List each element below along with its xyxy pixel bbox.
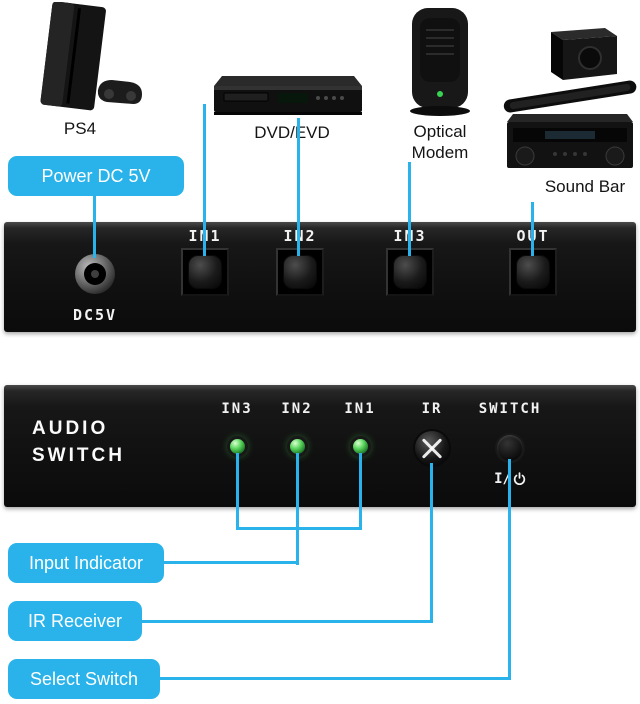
connector-line-in3 [408,162,411,256]
connector-line-led-in1 [359,453,362,530]
connector-line-power [93,194,96,258]
led-label-in2: IN2 [281,401,313,417]
optical-port-in3-hole [393,255,427,289]
led-in1 [353,439,368,454]
port-label-in2: IN2 [283,227,317,245]
connector-line-ir-horizontal [140,620,433,623]
dc-power-jack [75,254,115,294]
ir-receiver-callout: IR Receiver [8,601,142,641]
connector-line-led-in3 [236,453,239,530]
ps4-label: PS4 [63,119,97,138]
led-label-in1: IN1 [344,401,376,417]
soundbar-label: Sound Bar [544,177,626,196]
connector-line-out [531,202,534,256]
optical-port-in2-hole [283,255,317,289]
connector-line-in1 [203,104,206,256]
connector-line-ir-vertical [430,463,433,623]
switch-label: SWITCH [478,401,542,417]
optical-modem-label: Optical Modem [411,122,469,162]
optical-modem-image [400,6,480,118]
ir-label: IR [421,401,443,417]
connector-line-switch-vertical [508,459,511,680]
led-in3 [230,439,245,454]
optical-port-out-hole [516,255,550,289]
optical-port-in1-hole [188,255,222,289]
connector-line-in2 [297,118,300,256]
av-receiver-image [505,112,635,174]
connector-line-input-indicator [162,561,299,564]
ir-receiver-window [415,431,449,465]
optical-port-in3 [386,248,434,296]
brand-text: AUDIO SWITCH [32,415,125,469]
dc-jack-label: DC5V [72,306,118,324]
input-indicator-callout: Input Indicator [8,543,164,583]
select-switch-callout: Select Switch [8,659,160,699]
brand-line1: AUDIO [32,418,109,439]
connector-line-led-join [236,527,362,530]
power-dc-callout: Power DC 5V [8,156,184,196]
optical-port-in1 [181,248,229,296]
select-switch-button [497,435,523,461]
rear-panel: DC5V IN1 IN2 IN3 OUT [4,222,636,332]
power-symbol-icon [513,472,526,486]
led-in2 [290,439,305,454]
brand-line2: SWITCH [32,445,125,466]
ps4-image [14,1,144,116]
optical-port-in2 [276,248,324,296]
dvd-player-image [212,70,364,120]
dc-jack-pin [91,270,99,278]
dvd-label: DVD/EVD [254,123,330,142]
connector-line-led-drop [296,527,299,565]
soundbar-image [503,22,638,114]
connector-line-led-in2 [296,453,299,530]
connector-line-switch-horizontal [158,677,511,680]
led-label-in3: IN3 [221,401,253,417]
power-io-label: I/ [480,471,540,487]
front-panel: AUDIO SWITCH IN3 IN2 IN1 IR SWITCH I/ [4,385,636,507]
power-io-text: I/ [494,471,511,487]
